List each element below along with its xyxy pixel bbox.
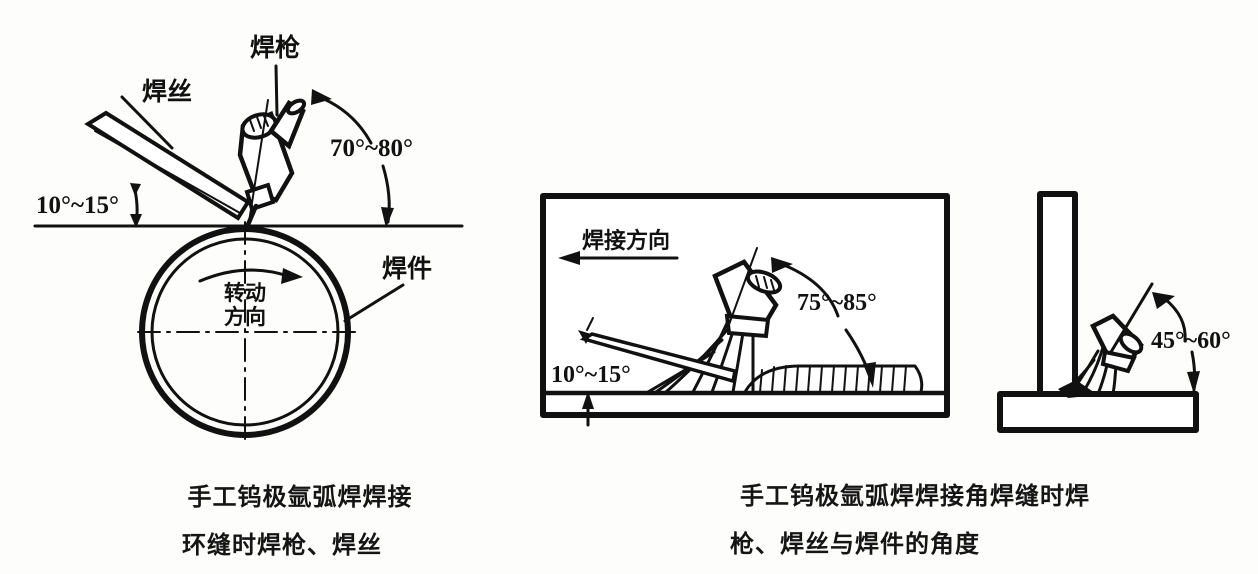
filler-wire-leader <box>120 95 174 150</box>
right-caption-line2: 枪、焊丝与焊件的角度 <box>730 530 980 558</box>
filler-wire-label: 焊丝 <box>142 77 192 106</box>
middle-diagram: 焊接方向 <box>540 193 950 427</box>
right-torch-angle-indicator <box>1152 292 1200 394</box>
middle-wire-angle-value: 10°~15° <box>551 362 631 388</box>
left-caption-line1: 手工钨极氩弧焊焊接 <box>188 483 413 511</box>
right-diagram: 45°~60° <box>997 191 1231 433</box>
horizontal-plate <box>997 391 1199 433</box>
wire-angle-indicator <box>130 183 142 228</box>
welding-torch-right <box>1089 282 1154 374</box>
rotation-arrow-head <box>281 268 303 284</box>
rotation-label-line1: 转动 <box>224 281 266 305</box>
rotation-label-line2: 方向 <box>224 305 266 329</box>
welding-torch-left <box>237 98 307 230</box>
middle-torch-angle-indicator <box>771 257 876 388</box>
right-torch-angle-value: 45°~60° <box>1151 328 1231 354</box>
weld-root-fill <box>1058 380 1098 398</box>
right-caption-line1: 手工钨极氩弧焊焊接角焊缝时焊 <box>740 482 1090 510</box>
left-caption-line2: 环缝时焊枪、焊丝 <box>182 531 382 559</box>
wire-angle-value: 10°~15° <box>36 192 119 219</box>
middle-torch-angle-value: 75°~85° <box>797 290 877 316</box>
welding-torch-label: 焊枪 <box>250 33 300 62</box>
welding-direction-label: 焊接方向 <box>582 228 670 254</box>
torch-angle-indicator <box>311 89 394 228</box>
left-diagram: 转动 方向 焊丝 10°~15° <box>33 33 464 559</box>
welding-torch-leader <box>274 64 279 117</box>
welding-direction-arrow <box>558 251 679 265</box>
filler-wire-middle <box>578 317 738 384</box>
workpiece-label: 焊件 <box>382 254 432 283</box>
weld-bead <box>743 364 924 394</box>
rotation-arrow-arc <box>198 268 290 283</box>
workpiece-leader <box>343 283 405 323</box>
plate-thickness-arrow <box>582 391 594 427</box>
vertical-plate <box>1037 191 1078 399</box>
torch-angle-value: 70°~80° <box>330 135 413 162</box>
welding-torch-middle <box>712 247 783 339</box>
